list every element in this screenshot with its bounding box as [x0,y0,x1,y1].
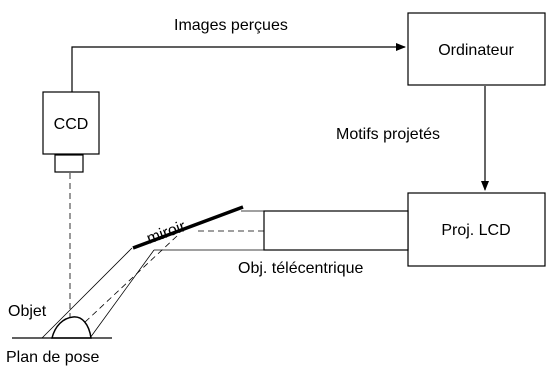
objet-label: Objet [8,303,47,320]
miroir-label: miroir [145,218,189,248]
obj-telecentrique-label: Obj. télécentrique [238,260,364,277]
ordinateur-label: Ordinateur [438,42,514,59]
proj-lcd-label: Proj. LCD [441,222,510,239]
plan-de-pose-label: Plan de pose [6,349,100,366]
motifs-projetes-label: Motifs projetés [336,126,440,143]
telecentric-objective [263,210,409,251]
object-shape [51,316,92,339]
images-arrow [71,43,406,92]
ccd-camera-body [42,91,100,155]
beam-right-edge [89,249,155,339]
beam-down-axis [67,235,178,339]
proj-lcd-box [407,192,546,267]
ordinateur-box [407,12,546,86]
mirror [132,205,244,250]
ccd-lens [54,154,84,173]
ccd-label: CCD [54,116,89,133]
beam-left-edge [41,247,133,339]
images-percues-label: Images perçues [174,17,288,34]
